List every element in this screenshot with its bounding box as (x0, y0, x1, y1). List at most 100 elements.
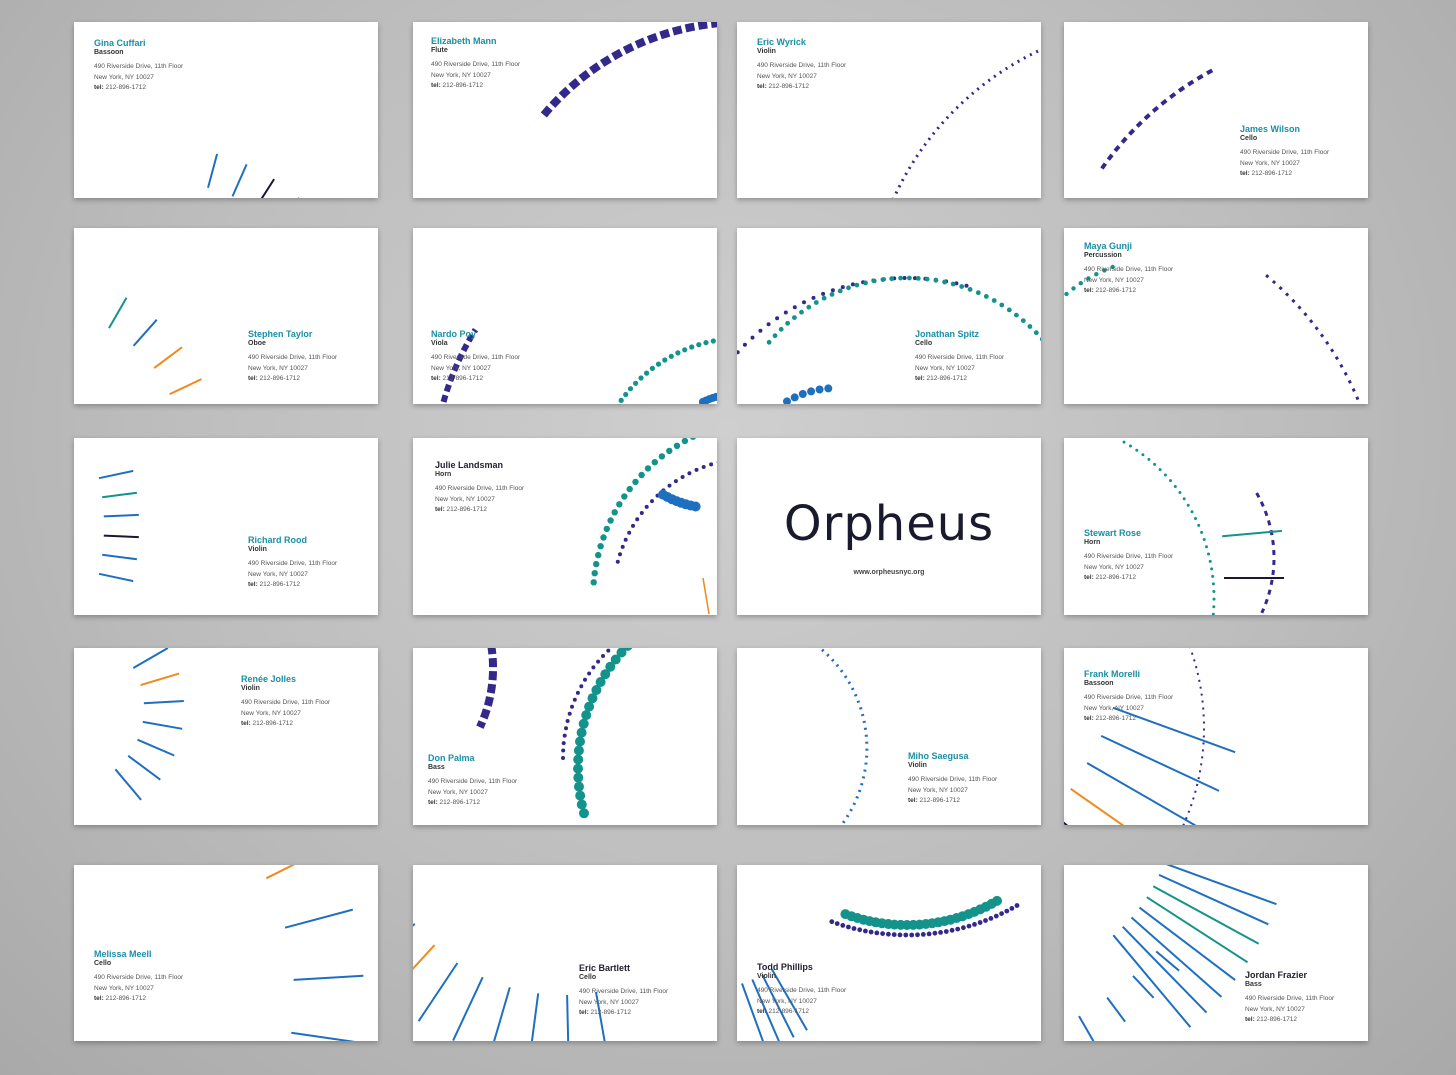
ray-line (103, 513, 139, 518)
arc-dot (591, 665, 596, 670)
contact-block: Eric Bartlett Cello 490 Riverside Drive,… (579, 963, 668, 1019)
ray-line (413, 923, 416, 927)
arc-dot (616, 501, 623, 508)
arc-dot (897, 932, 903, 938)
arc-dot (1004, 908, 1010, 914)
business-card: Melissa Meell Cello 490 Riverside Drive,… (74, 865, 378, 1041)
address-line-2: New York, NY 10027 (435, 495, 495, 503)
phone-line: tel: 212-896-1712 (428, 799, 481, 806)
contact-block: Stewart Rose Horn 490 Riverside Drive, 1… (1084, 528, 1173, 584)
arc-dot (658, 453, 666, 460)
arc-dot (792, 315, 797, 320)
arc-dot (830, 288, 835, 293)
arc-dot (1212, 605, 1216, 609)
phone-line: tel: 212-896-1712 (248, 581, 301, 588)
arc-dot (850, 282, 855, 287)
arc-dot (689, 344, 695, 350)
address-line-2: New York, NY 10027 (579, 998, 639, 1006)
arc-dot (1202, 538, 1206, 541)
arc-dot (620, 544, 625, 549)
address-line-2: New York, NY 10027 (248, 364, 308, 372)
arc-dot (627, 530, 632, 535)
arc-dot (701, 465, 706, 469)
arc-dot (662, 357, 668, 363)
arc-dot (687, 471, 692, 476)
arc-dot (811, 295, 816, 300)
arc-dot (638, 375, 644, 381)
arc-dot (666, 447, 673, 455)
arc-dot (590, 579, 597, 586)
ray-line (1158, 873, 1269, 926)
arc-dot (933, 277, 939, 283)
ray-line (1112, 706, 1236, 754)
arc-dot (593, 560, 600, 568)
business-card: Nardo Poy Viola 490 Riverside Drive, 11t… (413, 228, 717, 404)
arc-dot (1200, 530, 1204, 534)
address-line-1: 490 Riverside Drive, 11th Floor (579, 988, 669, 995)
arc-dot (975, 290, 981, 296)
address-line-2: New York, NY 10027 (757, 997, 817, 1005)
arc-dot (846, 924, 851, 930)
address-line-2: New York, NY 10027 (431, 364, 491, 372)
arc-dot (1110, 264, 1115, 270)
arc-dot (834, 921, 840, 926)
member-instrument: Cello (94, 960, 112, 967)
address-line-1: 490 Riverside Drive, 11th Floor (757, 62, 847, 69)
phone-line: tel: 212-896-1712 (1245, 1016, 1298, 1023)
arc-dot (618, 552, 622, 557)
address-line-1: 490 Riverside Drive, 11th Floor (1245, 995, 1335, 1002)
arc-dot (1094, 272, 1099, 277)
arc-dot (1039, 337, 1041, 342)
contact-block: Todd Phillips Violin 490 Riverside Drive… (757, 962, 846, 1018)
member-name: Elizabeth Mann (431, 36, 497, 46)
arc-dot (943, 929, 949, 934)
contact-block: Renée Jolles Violin 490 Riverside Drive,… (241, 674, 330, 730)
arc-dot (621, 493, 628, 500)
address-line-1: 490 Riverside Drive, 11th Floor (428, 778, 518, 785)
arc-dot (638, 471, 645, 479)
arc-dot (821, 291, 826, 296)
arc-dot (798, 390, 807, 398)
member-instrument: Violin (757, 48, 776, 55)
member-name: Don Palma (428, 753, 475, 763)
arc-dot (573, 763, 583, 774)
card-artwork (540, 22, 717, 118)
arc-dot (854, 282, 860, 288)
card-artwork (413, 923, 606, 1041)
contact-block: Melissa Meell Cello 490 Riverside Drive,… (94, 949, 183, 1005)
arc-dot (575, 790, 586, 801)
arc-dot (573, 745, 584, 756)
arc-dot (565, 719, 570, 723)
arc-dot (915, 276, 921, 281)
address-line-2: New York, NY 10027 (248, 570, 308, 578)
phone-line: tel: 212-896-1712 (1084, 574, 1137, 581)
arc-dot (1208, 559, 1212, 563)
arc-dot (680, 475, 685, 479)
arc-dot (880, 931, 885, 936)
address-line-2: New York, NY 10027 (1245, 1005, 1305, 1013)
member-name: Eric Bartlett (579, 963, 631, 973)
arc-dot (610, 654, 621, 665)
arc-dot (615, 559, 620, 564)
arc-dot (863, 928, 868, 934)
business-card: Eric Wyrick Violin 490 Riverside Drive, … (737, 22, 1041, 198)
ray-line (1100, 734, 1220, 792)
arc-dot (1078, 281, 1083, 286)
arc-dot (1211, 582, 1215, 586)
ray-line (284, 908, 354, 929)
arc-dot (775, 316, 780, 321)
arc-dot (772, 333, 778, 339)
arc-dot (802, 300, 806, 305)
arc-dot (1163, 473, 1167, 477)
arc-dot (1211, 612, 1215, 615)
member-name: Stephen Taylor (248, 329, 313, 339)
ray-line (137, 738, 175, 757)
card-artwork (114, 648, 184, 801)
business-card: Renée Jolles Violin 490 Riverside Drive,… (74, 648, 378, 825)
business-card: Maya Gunji Percussion 490 Riverside Driv… (1064, 228, 1368, 404)
arc-dot (790, 393, 799, 402)
arc-dash (817, 648, 869, 825)
arc-dot (623, 537, 628, 542)
arc-dot (942, 279, 947, 285)
arc-dot (644, 504, 649, 509)
